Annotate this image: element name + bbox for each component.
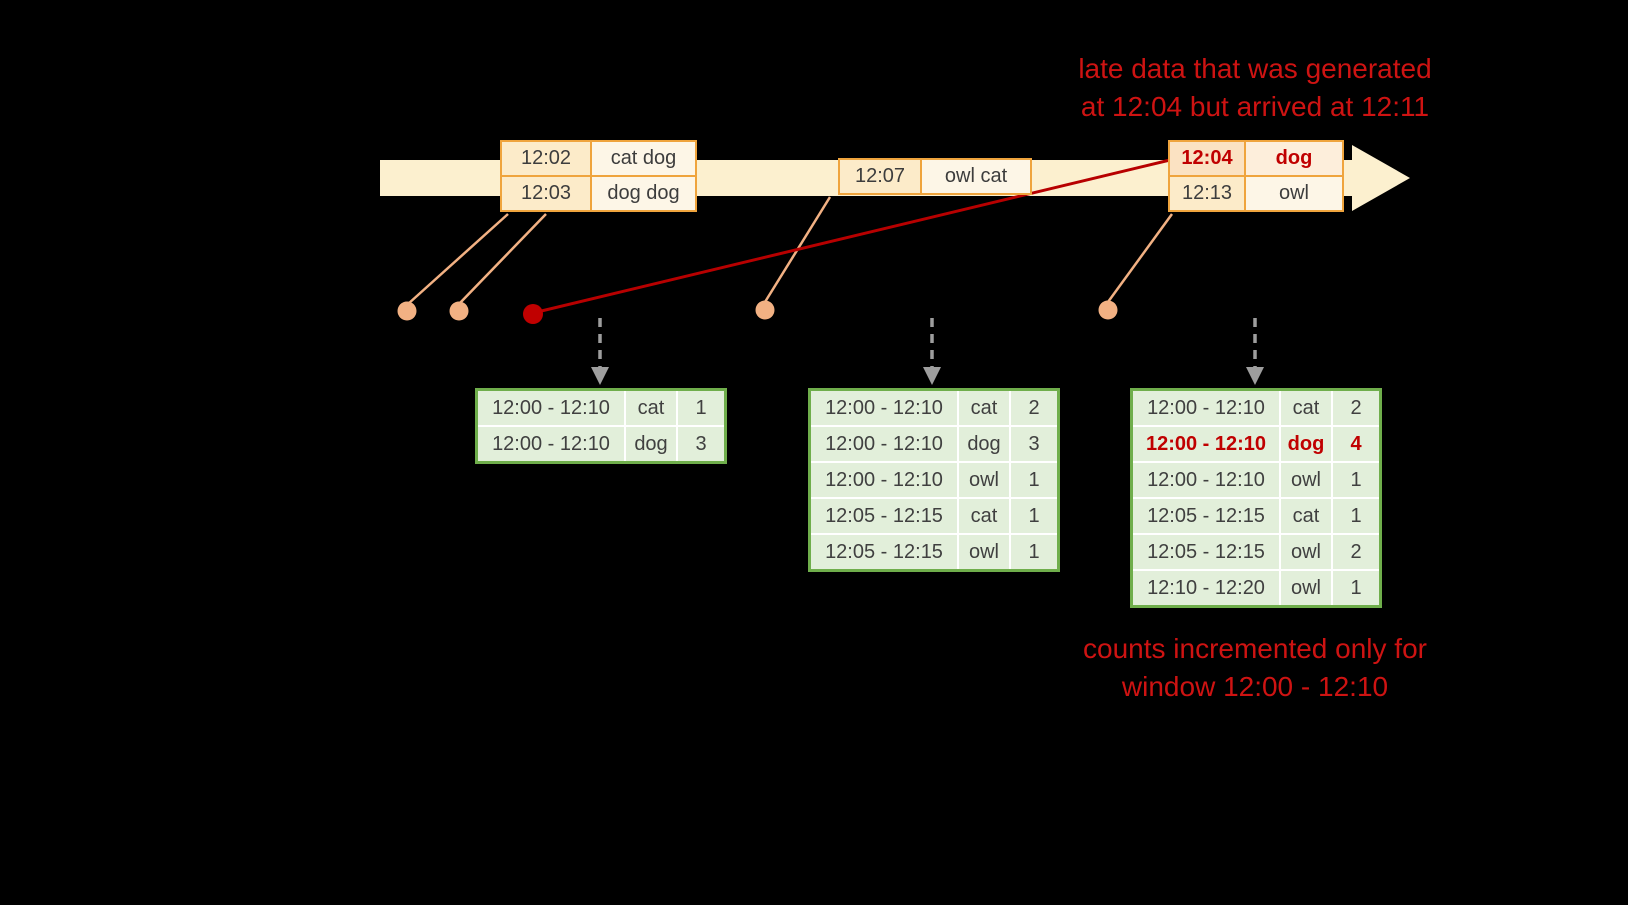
event-row: 12:03 dog dog bbox=[502, 177, 695, 210]
event-row: 12:07 owl cat bbox=[840, 160, 1030, 193]
window-cell: 12:05 - 12:15 bbox=[811, 499, 957, 533]
trigger-arrow bbox=[1246, 318, 1264, 385]
late-data-annotation: late data that was generated at 12:04 bu… bbox=[1020, 50, 1490, 126]
event-words: cat dog bbox=[592, 142, 695, 175]
updated-late-row: 12:00 - 12:10 dog 4 bbox=[1133, 427, 1379, 461]
word-cell: cat bbox=[1281, 391, 1331, 425]
word-cell: owl bbox=[1281, 535, 1331, 569]
event-words: dog bbox=[1246, 142, 1342, 175]
window-cell: 12:05 - 12:15 bbox=[811, 535, 957, 569]
result-table-3: 12:00 - 12:10 cat 2 12:00 - 12:10 dog 4 … bbox=[1130, 388, 1382, 608]
window-cell: 12:05 - 12:15 bbox=[1133, 499, 1279, 533]
event-box-1207: 12:07 owl cat bbox=[838, 158, 1032, 195]
result-table-1: 12:00 - 12:10 cat 1 12:00 - 12:10 dog 3 bbox=[475, 388, 727, 464]
window-cell: 12:00 - 12:10 bbox=[478, 391, 624, 425]
event-dot bbox=[755, 300, 775, 320]
count-cell: 1 bbox=[1333, 463, 1379, 497]
word-cell: dog bbox=[959, 427, 1009, 461]
event-box-1202: 12:02 cat dog 12:03 dog dog bbox=[500, 140, 697, 212]
event-dot bbox=[397, 301, 417, 321]
counts-annotation-line2: window 12:00 - 12:10 bbox=[1121, 671, 1389, 702]
event-connector-line bbox=[763, 196, 832, 303]
late-data-annotation-line1: late data that was generated bbox=[1078, 53, 1432, 84]
count-cell: 1 bbox=[1011, 535, 1057, 569]
trigger-arrow bbox=[923, 318, 941, 385]
word-cell: dog bbox=[1281, 427, 1331, 461]
event-words: dog dog bbox=[592, 177, 695, 210]
window-cell: 12:00 - 12:10 bbox=[811, 391, 957, 425]
word-cell: owl bbox=[1281, 571, 1331, 605]
trigger-arrow bbox=[591, 318, 609, 385]
window-cell: 12:05 - 12:15 bbox=[1133, 535, 1279, 569]
table-row: 12:05 - 12:15 owl 2 bbox=[1133, 535, 1379, 569]
word-cell: cat bbox=[1281, 499, 1331, 533]
word-cell: cat bbox=[626, 391, 676, 425]
event-connector-line bbox=[458, 213, 547, 305]
window-cell: 12:00 - 12:10 bbox=[811, 427, 957, 461]
event-connector-line bbox=[407, 213, 509, 305]
late-data-annotation-line2: at 12:04 but arrived at 12:11 bbox=[1080, 91, 1430, 122]
event-time: 12:04 bbox=[1170, 142, 1244, 175]
event-time: 12:13 bbox=[1170, 177, 1244, 210]
count-cell: 4 bbox=[1333, 427, 1379, 461]
result-table-2: 12:00 - 12:10 cat 2 12:00 - 12:10 dog 3 … bbox=[808, 388, 1060, 572]
word-cell: dog bbox=[626, 427, 676, 461]
event-time: 12:02 bbox=[502, 142, 590, 175]
table-row: 12:10 - 12:20 owl 1 bbox=[1133, 571, 1379, 605]
event-box-1204-late: 12:04 dog 12:13 owl bbox=[1168, 140, 1344, 212]
word-cell: cat bbox=[959, 499, 1009, 533]
word-cell: cat bbox=[959, 391, 1009, 425]
event-row: 12:02 cat dog bbox=[502, 142, 695, 175]
late-event-row: 12:04 dog bbox=[1170, 142, 1342, 175]
count-cell: 3 bbox=[1011, 427, 1057, 461]
event-words: owl bbox=[1246, 177, 1342, 210]
window-cell: 12:00 - 12:10 bbox=[478, 427, 624, 461]
word-cell: owl bbox=[959, 463, 1009, 497]
count-cell: 2 bbox=[1011, 391, 1057, 425]
count-cell: 1 bbox=[1333, 499, 1379, 533]
table-row: 12:00 - 12:10 cat 2 bbox=[1133, 391, 1379, 425]
table-row: 12:00 - 12:10 dog 3 bbox=[478, 427, 724, 461]
late-event-dot bbox=[523, 304, 543, 324]
event-time: 12:03 bbox=[502, 177, 590, 210]
count-cell: 1 bbox=[1333, 571, 1379, 605]
event-connector-line bbox=[1106, 213, 1174, 303]
table-row: 12:00 - 12:10 owl 1 bbox=[811, 463, 1057, 497]
event-dot bbox=[1098, 300, 1118, 320]
event-time: 12:07 bbox=[840, 160, 920, 193]
table-row: 12:00 - 12:10 cat 1 bbox=[478, 391, 724, 425]
count-cell: 2 bbox=[1333, 391, 1379, 425]
window-cell: 12:00 - 12:10 bbox=[1133, 391, 1279, 425]
table-row: 12:05 - 12:15 cat 1 bbox=[1133, 499, 1379, 533]
counts-annotation-line1: counts incremented only for bbox=[1083, 633, 1427, 664]
count-cell: 1 bbox=[1011, 499, 1057, 533]
table-row: 12:00 - 12:10 cat 2 bbox=[811, 391, 1057, 425]
count-cell: 3 bbox=[678, 427, 724, 461]
table-row: 12:05 - 12:15 owl 1 bbox=[811, 535, 1057, 569]
table-row: 12:00 - 12:10 owl 1 bbox=[1133, 463, 1379, 497]
word-cell: owl bbox=[1281, 463, 1331, 497]
word-cell: owl bbox=[959, 535, 1009, 569]
count-cell: 2 bbox=[1333, 535, 1379, 569]
table-row: 12:05 - 12:15 cat 1 bbox=[811, 499, 1057, 533]
event-row: 12:13 owl bbox=[1170, 177, 1342, 210]
table-row: 12:00 - 12:10 dog 3 bbox=[811, 427, 1057, 461]
count-cell: 1 bbox=[1011, 463, 1057, 497]
count-cell: 1 bbox=[678, 391, 724, 425]
event-words: owl cat bbox=[922, 160, 1030, 193]
window-cell: 12:00 - 12:10 bbox=[1133, 463, 1279, 497]
event-dot bbox=[449, 301, 469, 321]
counts-annotation: counts incremented only for window 12:00… bbox=[1030, 630, 1480, 706]
window-cell: 12:00 - 12:10 bbox=[811, 463, 957, 497]
window-cell: 12:00 - 12:10 bbox=[1133, 427, 1279, 461]
window-cell: 12:10 - 12:20 bbox=[1133, 571, 1279, 605]
